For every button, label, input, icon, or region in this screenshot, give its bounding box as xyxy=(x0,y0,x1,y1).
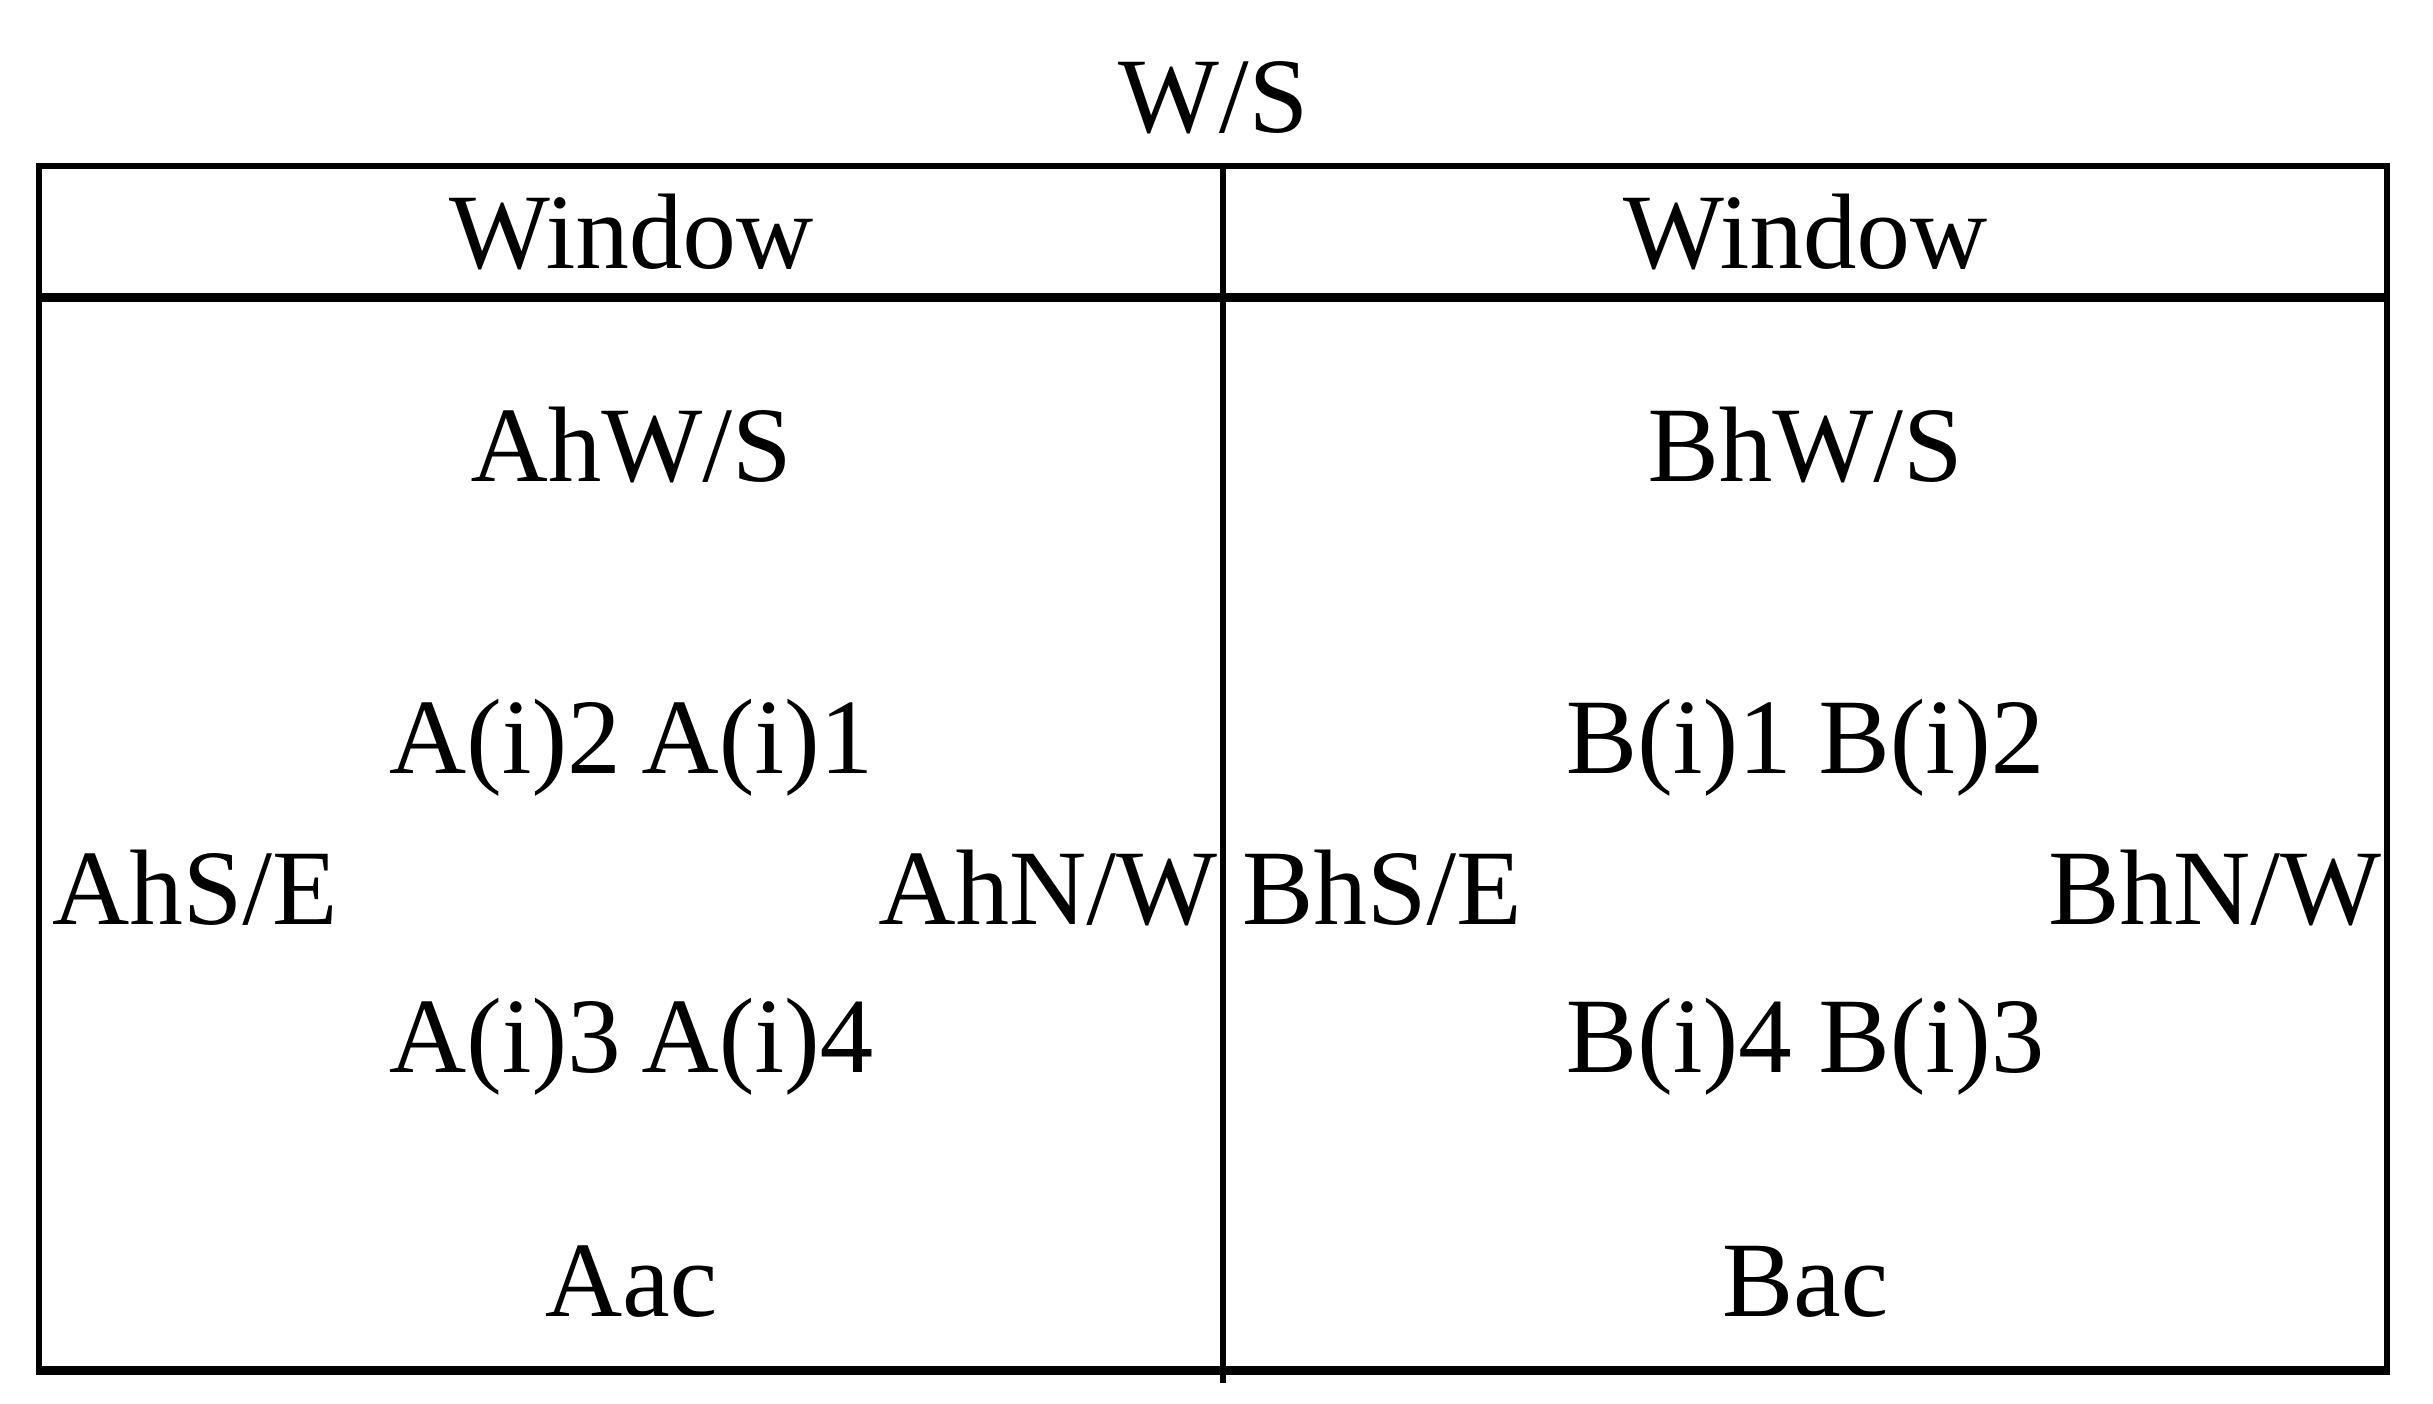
room-b-side-labels-row: BhS/E BhN/W xyxy=(1226,836,2384,943)
room-a-window-header: Window xyxy=(448,174,814,292)
room-b-inner-lower-label: B(i)4 B(i)3 xyxy=(1565,978,2045,1096)
room-b-right-edge-label: BhN/W xyxy=(2048,830,2381,948)
room-b-window-header: Window xyxy=(1622,174,1988,292)
room-a-inner-lower-label: A(i)3 A(i)4 xyxy=(388,978,874,1096)
room-b-inner-upper-label: B(i)1 B(i)2 xyxy=(1565,679,2045,797)
column-divider-line xyxy=(1220,163,1226,1383)
header-separator-line xyxy=(36,293,2390,302)
room-a-window-side-label: AhW/S xyxy=(470,387,792,505)
rooms-layout-table xyxy=(36,163,2390,1375)
room-b-bottom-label: Bac xyxy=(1721,1222,1889,1340)
figure-title: W/S xyxy=(1117,38,1309,156)
room-a-right-edge-label: AhN/W xyxy=(878,830,1217,948)
room-a-inner-upper-label: A(i)2 A(i)1 xyxy=(388,679,874,797)
room-b-left-edge-label: BhS/E xyxy=(1242,830,1522,948)
room-b-window-side-label: BhW/S xyxy=(1647,387,1963,505)
room-a-bottom-label: Aac xyxy=(544,1222,718,1340)
room-a-side-labels-row: AhS/E AhN/W xyxy=(42,836,1220,943)
room-a-left-edge-label: AhS/E xyxy=(52,830,338,948)
